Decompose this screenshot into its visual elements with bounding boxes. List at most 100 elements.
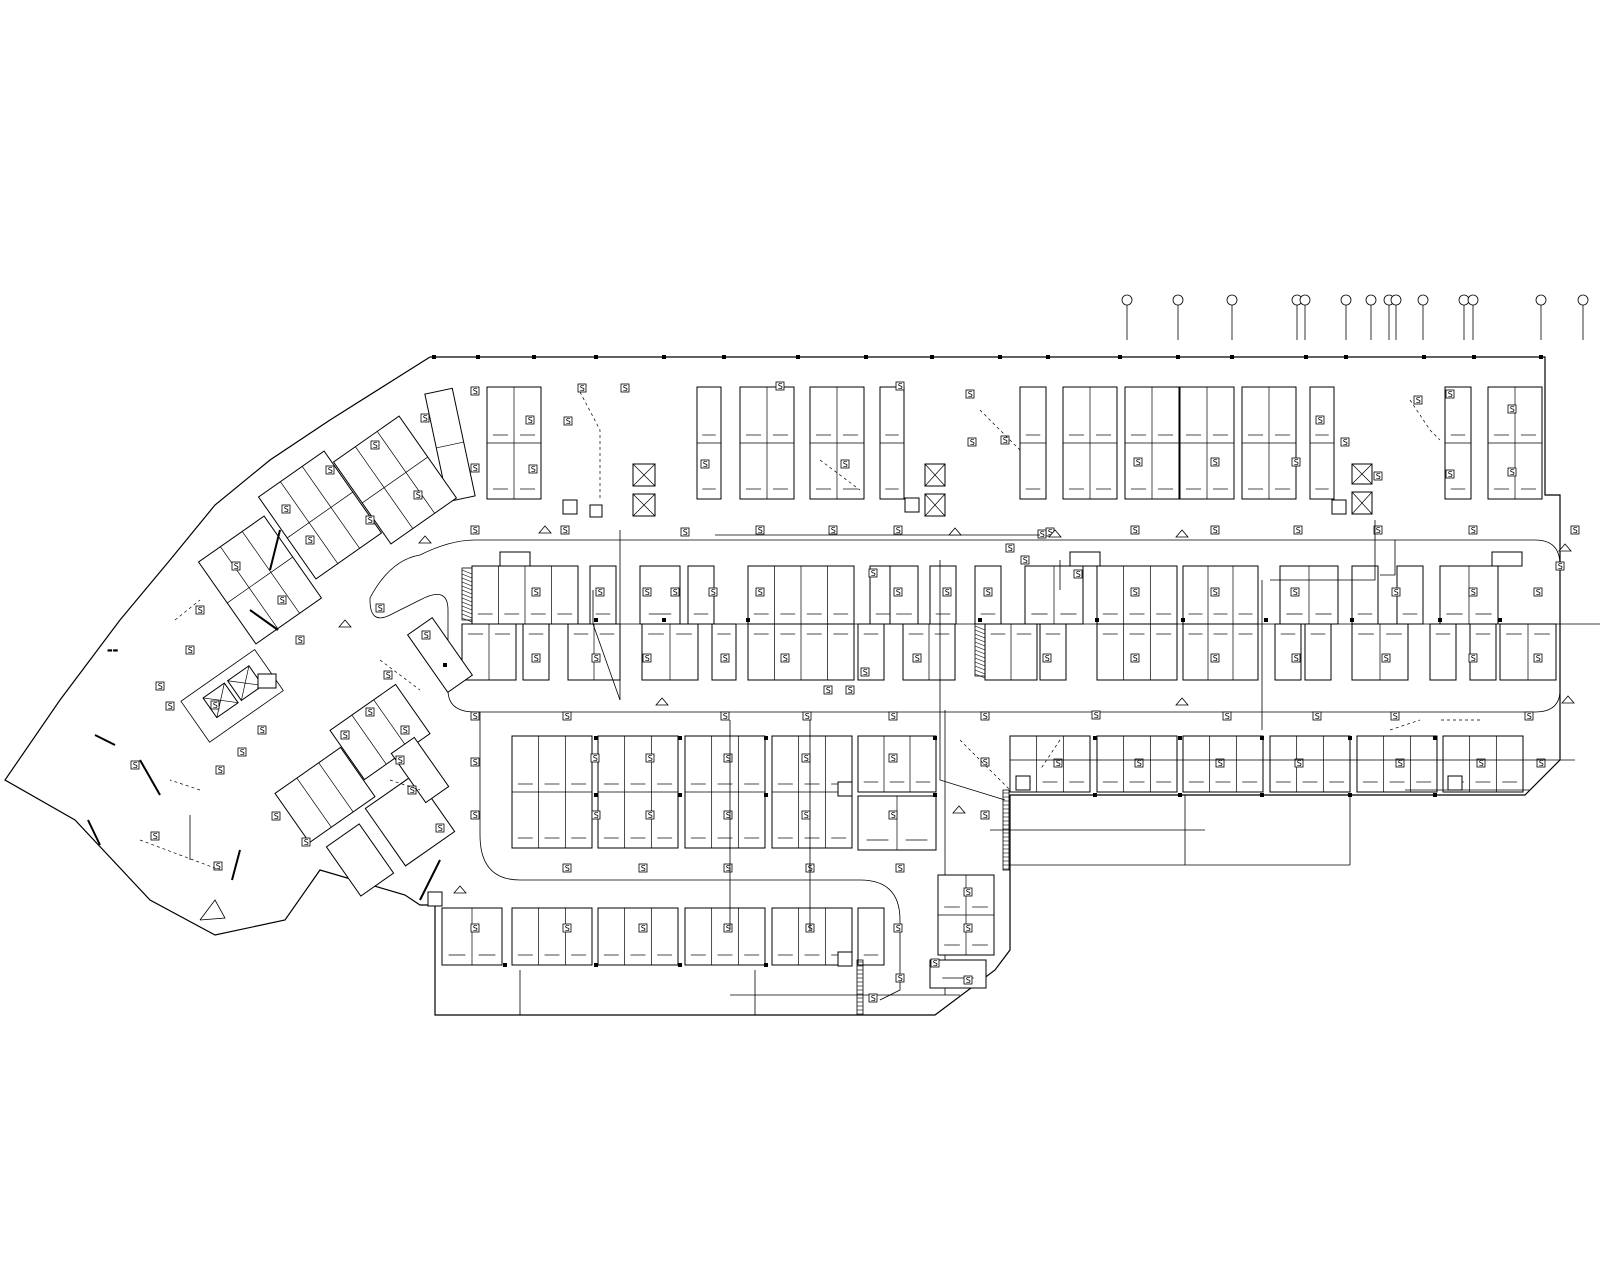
smoke-detector-symbol: S	[577, 383, 587, 393]
stair-ladder-1	[1002, 789, 1010, 871]
smoke-detector-symbol: S	[888, 711, 898, 721]
stall-block	[1182, 565, 1259, 625]
svg-text:S: S	[1133, 526, 1138, 535]
stall-block	[471, 565, 579, 625]
structural-column	[594, 736, 598, 740]
smoke-detector-symbol: S	[185, 645, 195, 655]
structural-column	[662, 618, 666, 622]
smoke-detector-symbol: S	[470, 923, 480, 933]
stall-block	[1429, 623, 1457, 681]
structural-column	[796, 355, 800, 359]
smoke-detector-symbol: S	[983, 587, 993, 597]
svg-text:S: S	[986, 588, 991, 597]
smoke-detector-symbol: S	[215, 765, 225, 775]
smoke-detector-symbol: S	[591, 653, 601, 663]
structural-column	[933, 736, 937, 740]
structural-column	[1181, 618, 1185, 622]
lift-core-2	[924, 463, 946, 517]
smoke-detector-symbol: S	[980, 711, 990, 721]
grid-marker	[1291, 294, 1303, 340]
svg-text:S: S	[896, 588, 901, 597]
smoke-detector-symbol: S	[470, 711, 480, 721]
smoke-detector-symbol: S	[165, 701, 175, 711]
stall-block	[1351, 565, 1379, 625]
smoke-detector-symbol: S	[638, 923, 648, 933]
structural-column	[443, 663, 447, 667]
svg-text:S: S	[328, 466, 333, 475]
smoke-detector-symbol: S	[645, 753, 655, 763]
smoke-detector-symbol: S	[1293, 525, 1303, 535]
svg-text:S: S	[1448, 470, 1453, 479]
smoke-detector-symbol: S	[470, 810, 480, 820]
stall-block-rotated	[274, 746, 376, 844]
exit-marker	[952, 805, 966, 814]
smoke-detector-symbol: S	[383, 670, 393, 680]
svg-text:S: S	[234, 562, 239, 571]
exit-marker	[1048, 529, 1062, 538]
stall-block	[857, 795, 937, 851]
svg-text:S: S	[726, 864, 731, 873]
smoke-detector-symbol: S	[365, 707, 375, 717]
svg-text:S: S	[218, 766, 223, 775]
structural-column	[594, 355, 598, 359]
svg-text:S: S	[410, 786, 415, 795]
svg-text:S: S	[1294, 458, 1299, 467]
structural-column	[933, 793, 937, 797]
svg-text:S: S	[898, 382, 903, 391]
exit-marker	[418, 535, 432, 544]
svg-text:S: S	[1471, 588, 1476, 597]
svg-text:S: S	[683, 528, 688, 537]
svg-text:S: S	[831, 526, 836, 535]
structural-column	[1348, 793, 1352, 797]
smoke-detector-symbol: S	[1381, 653, 1391, 663]
smoke-detector-symbol: S	[1291, 653, 1301, 663]
stall-block	[902, 623, 956, 681]
svg-text:S: S	[594, 811, 599, 820]
exit-marker	[538, 525, 552, 534]
smoke-detector-symbol: S	[1373, 525, 1383, 535]
svg-text:S: S	[891, 811, 896, 820]
svg-text:S: S	[711, 588, 716, 597]
smoke-detector-symbol: S	[281, 504, 291, 514]
structural-column	[746, 618, 750, 622]
svg-text:S: S	[1048, 528, 1053, 537]
stall-block	[684, 907, 766, 966]
svg-text:S: S	[641, 864, 646, 873]
smoke-detector-symbol: S	[470, 463, 480, 473]
svg-text:S: S	[898, 974, 903, 983]
stall-block	[597, 735, 679, 849]
structural-column	[432, 355, 436, 359]
svg-text:S: S	[188, 646, 193, 655]
stall-block	[929, 565, 957, 625]
stall-block	[747, 565, 855, 625]
smoke-detector-symbol: S	[845, 685, 855, 695]
svg-text:S: S	[826, 686, 831, 695]
svg-text:S: S	[1573, 526, 1578, 535]
svg-text:S: S	[298, 636, 303, 645]
svg-text:S: S	[966, 924, 971, 933]
smoke-detector-symbol: S	[305, 535, 315, 545]
smoke-detector-symbol: S	[1210, 653, 1220, 663]
svg-text:S: S	[1448, 390, 1453, 399]
stall-block	[1304, 623, 1332, 681]
stall-block	[641, 623, 699, 681]
smoke-detector-symbol: S	[708, 587, 718, 597]
svg-text:S: S	[565, 864, 570, 873]
svg-text:S: S	[1094, 711, 1099, 720]
svg-text:S: S	[1471, 526, 1476, 535]
structural-column	[1539, 355, 1543, 359]
smoke-detector-symbol: S	[780, 653, 790, 663]
lift-core-3	[1351, 463, 1373, 515]
smoke-detector-symbol: S	[1390, 711, 1400, 721]
smoke-detector-symbol: S	[1130, 525, 1140, 535]
structural-column	[1230, 355, 1234, 359]
svg-text:S: S	[648, 811, 653, 820]
smoke-detector-symbol: S	[563, 416, 573, 426]
smoke-detector-symbol: S	[340, 730, 350, 740]
structural-column	[1178, 736, 1182, 740]
smoke-detector-symbol: S	[942, 587, 952, 597]
smoke-detector-symbol: S	[365, 515, 375, 525]
svg-text:S: S	[843, 460, 848, 469]
smoke-detector-symbol: S	[912, 653, 922, 663]
smoke-detector-symbol: S	[1210, 525, 1220, 535]
